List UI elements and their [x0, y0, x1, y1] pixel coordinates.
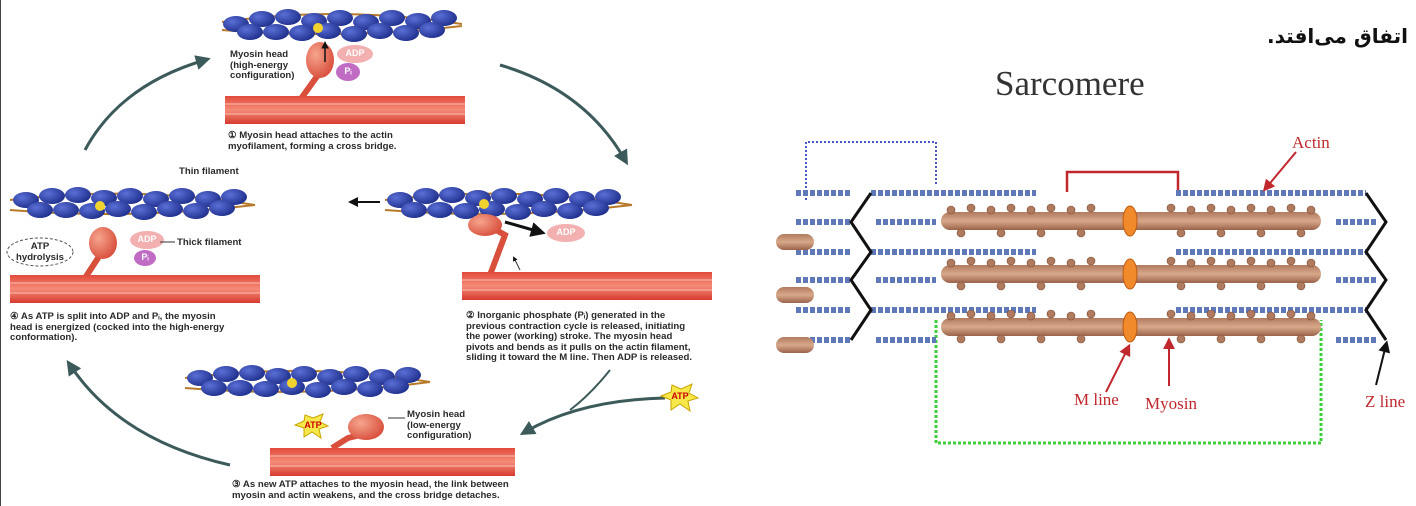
myosin-label: Myosin	[1145, 394, 1197, 413]
thick-filament-3	[270, 448, 515, 476]
panel-3	[184, 365, 700, 476]
thick-filament-1	[225, 96, 465, 124]
step-1-caption: ① Myosin head attaches to the actin myof…	[228, 130, 397, 152]
thin-filament-1	[221, 9, 463, 42]
cycle-arrow-top-left	[83, 55, 211, 151]
pi-label-4: Pᵢ	[141, 252, 149, 262]
z-line-left	[849, 192, 873, 341]
step-4-caption: ④ As ATP is split into ADP and Pᵢ, the m…	[10, 311, 225, 343]
pi-label-1: Pᵢ	[344, 66, 352, 76]
myosin-head-low-label: Myosin head (low-energy configuration)	[407, 409, 472, 441]
panel-2	[384, 187, 712, 300]
z-line-arrow	[1375, 340, 1391, 386]
step-2-caption: ② Inorganic phosphate (Pᵢ) generated in …	[466, 310, 693, 363]
cross-bridge-cycle-diagram	[0, 0, 712, 506]
atp-star-free	[659, 383, 700, 413]
cycle-arrow-bottom-right	[519, 396, 666, 436]
pi-bubble-1	[336, 63, 360, 81]
adp-bubble-2	[547, 224, 585, 242]
atp-hydrolysis-label: ATP hydrolysis	[16, 241, 64, 263]
pi-bubble-4	[134, 250, 156, 266]
cycle-arrow-top-right	[499, 63, 628, 166]
panel-1	[221, 9, 465, 124]
adp-bubble-4	[130, 231, 164, 249]
cycle-arrow-left	[66, 360, 231, 467]
panel-4	[6, 187, 260, 303]
myosin-head-2	[468, 214, 502, 236]
thin-filament-2	[384, 187, 633, 220]
sarcomere-diagram	[776, 141, 1391, 445]
adp-label-1: ADP	[345, 48, 365, 58]
actin-label: Actin	[1292, 133, 1330, 152]
adp-bubble-1	[337, 45, 373, 63]
thin-filament-3	[184, 365, 431, 398]
atp-star-3	[293, 413, 330, 440]
thin-filament-4	[9, 187, 256, 220]
adp-label-4: ADP	[137, 234, 157, 244]
m-line	[1122, 205, 1138, 343]
persian-text: اتفاق می‌افتد.	[1267, 24, 1408, 48]
atp-label-free: ATP	[671, 391, 689, 401]
sarcomere-title: Sarcomere	[995, 64, 1145, 103]
actin-arrow	[1262, 151, 1297, 192]
myosin-head-3	[348, 414, 384, 440]
atp-label-3: ATP	[304, 420, 322, 430]
thick-filament-label: Thick filament	[177, 237, 242, 248]
atp-hydrolysis-bubble	[6, 237, 74, 267]
thin-filament-label: Thin filament	[179, 166, 239, 177]
adp-label-2: ADP	[556, 227, 576, 237]
thick-filament-2	[462, 272, 712, 300]
myosin-head-4	[89, 227, 117, 259]
z-line-right	[1364, 192, 1388, 341]
cycle-arrow-bottom-left	[569, 369, 611, 411]
m-line-arrow	[1105, 343, 1131, 393]
step-3-caption: ③ As new ATP attaches to the myosin head…	[232, 479, 509, 501]
myosin-head-1	[306, 42, 334, 78]
myosin-head-high-label: Myosin head (high-energy configuration)	[230, 49, 295, 81]
z-line-label: Z line	[1365, 392, 1406, 411]
m-line-label: M line	[1074, 390, 1119, 409]
thick-filament-4	[10, 275, 260, 303]
